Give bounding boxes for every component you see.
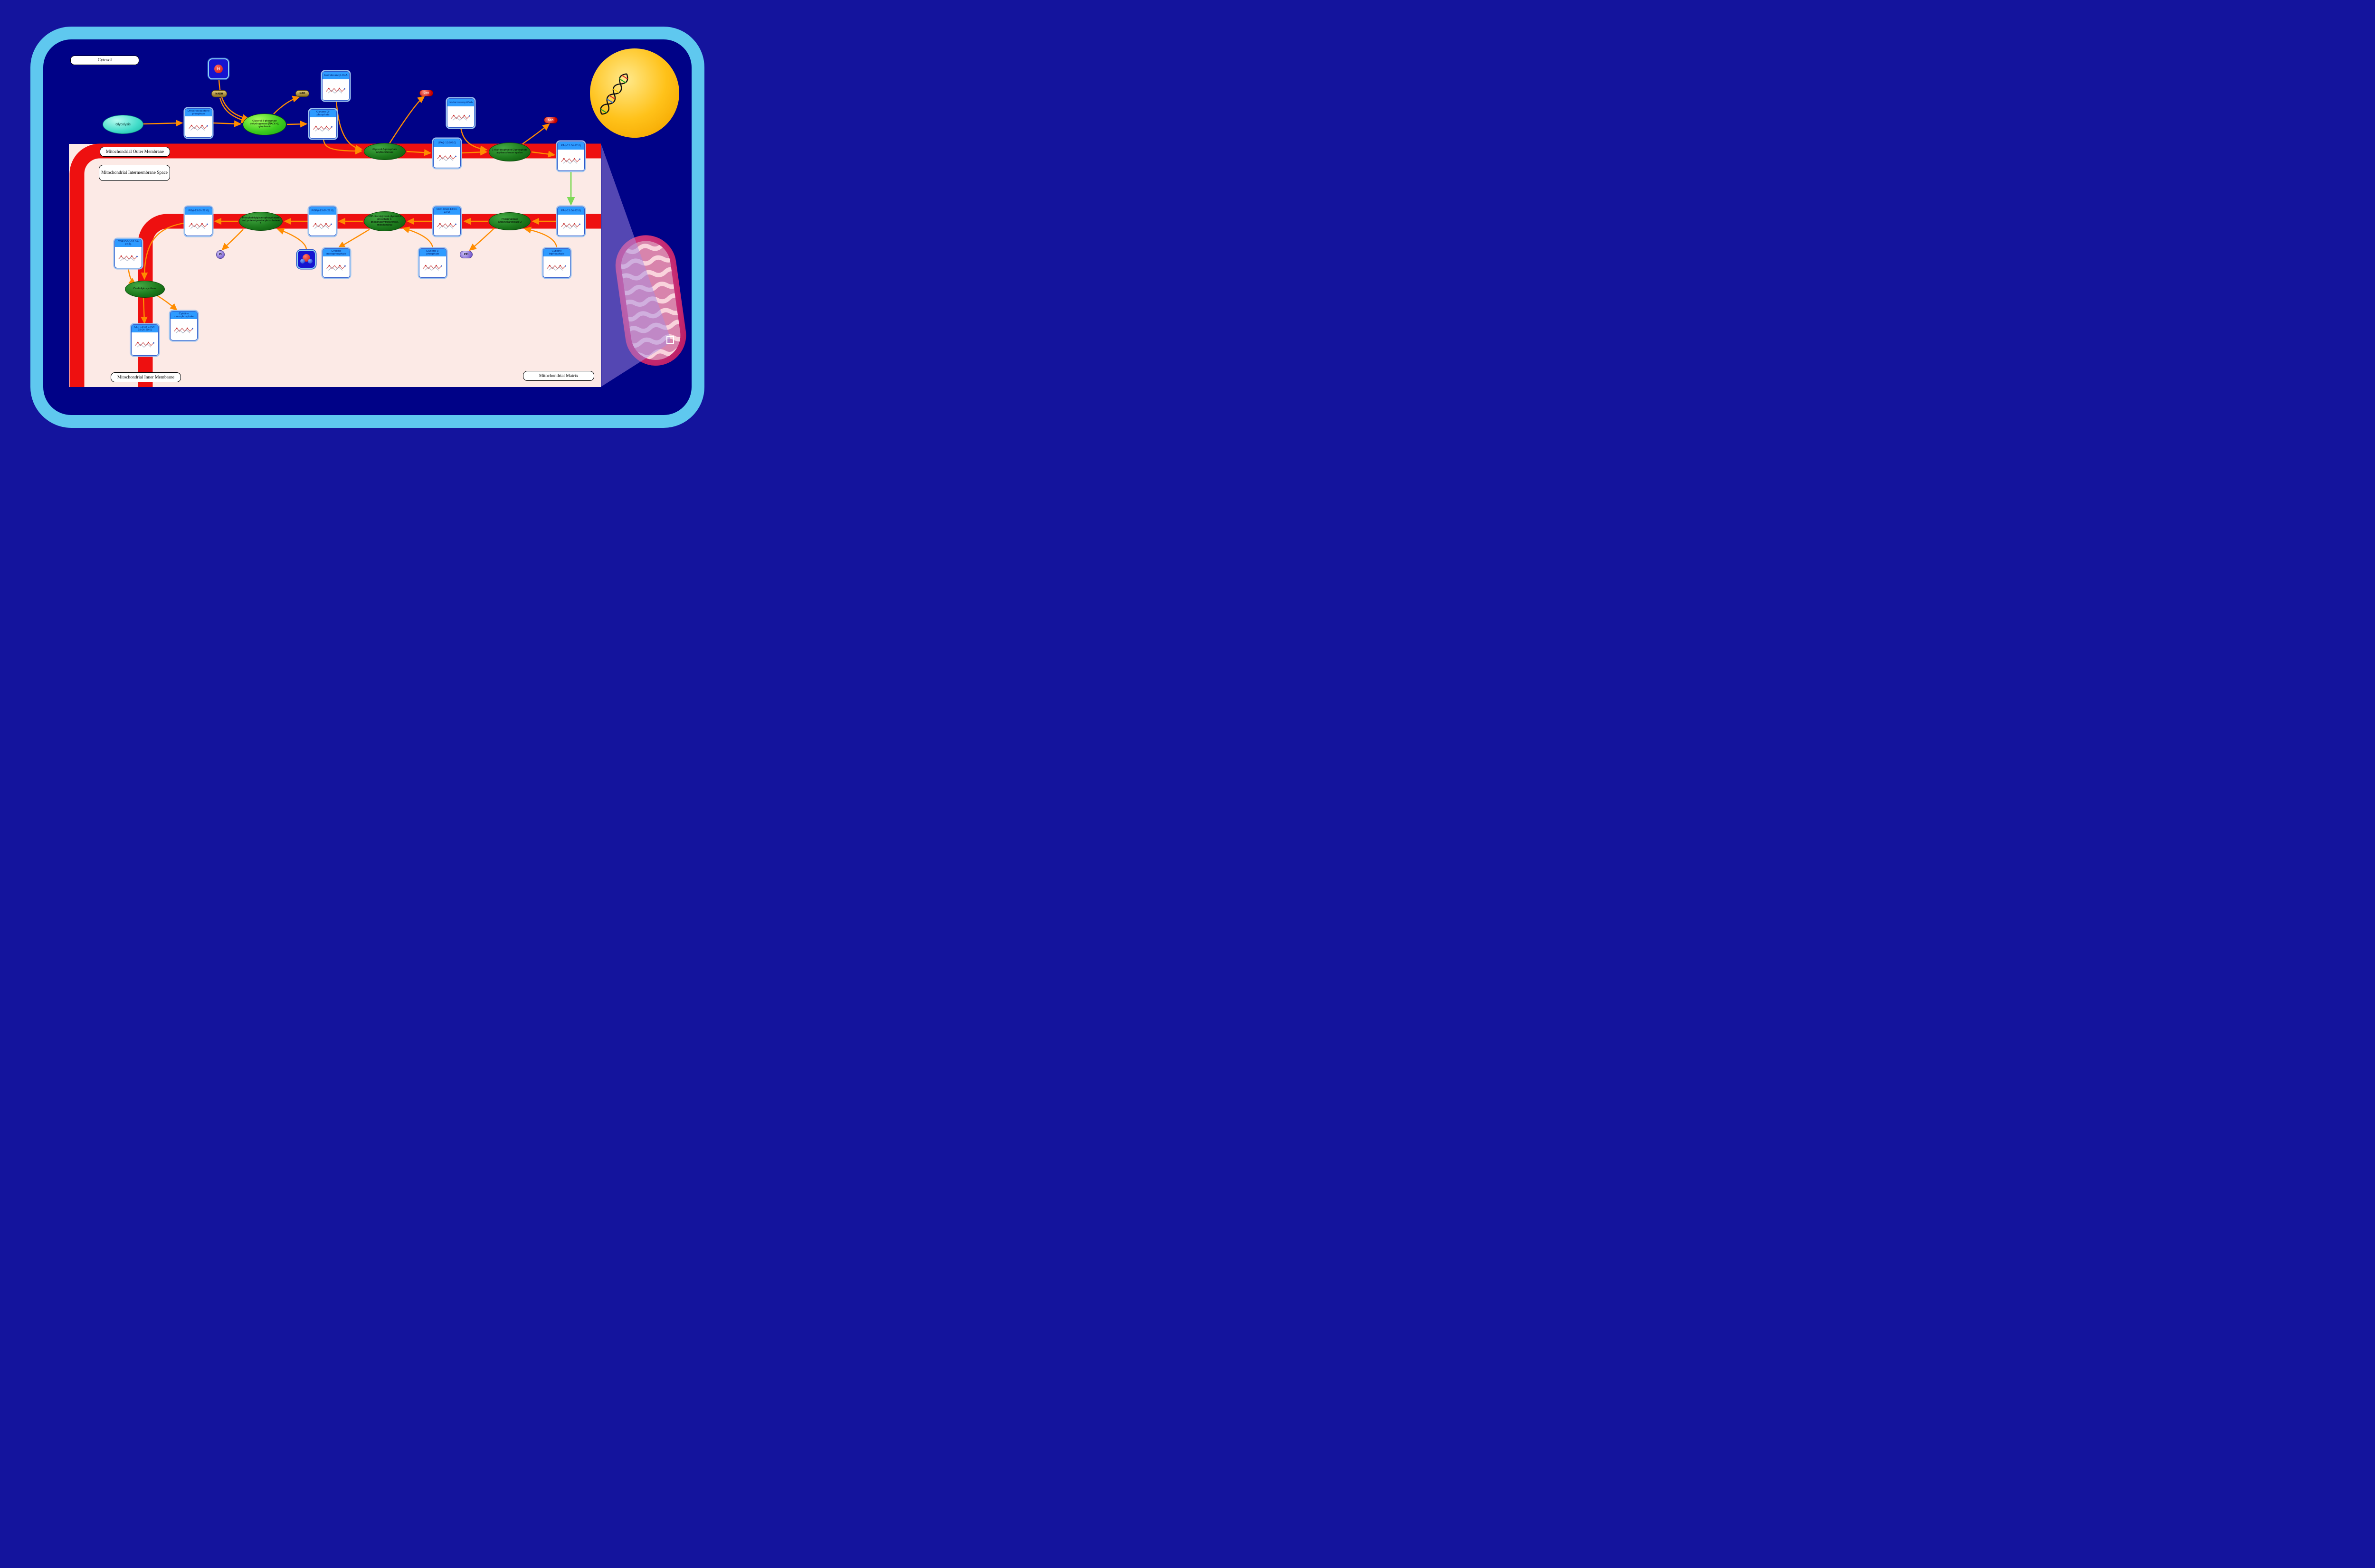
- metabolite-label: Cytidine triphosphate: [543, 249, 570, 256]
- chemical-structure: [310, 117, 336, 138]
- metabolite-isodocosanoyl-coa[interactable]: Isodocosanoyl-CoA: [447, 98, 475, 128]
- enzyme-label: Glycerol-3-phosphate acyltransferase: [372, 148, 397, 154]
- enzyme-label: Phosphatidate cytidylyltransferase 2: [497, 218, 522, 224]
- chemical-structure: [185, 215, 212, 236]
- enzyme-gpat[interactable]: Glycerol-3-phosphate acyltransferase: [364, 143, 406, 160]
- chemical-structure: [132, 332, 158, 355]
- metabolite-isotridecanoyl-coa[interactable]: Isotridecanoyl-CoA: [322, 71, 350, 101]
- metabolite-label: Cytidine monophosphate: [323, 249, 350, 256]
- chemical-structure: [558, 215, 584, 236]
- chemical-structure: [323, 256, 350, 277]
- enzyme-label: Phosphatidylglycerophosphatase and prote…: [242, 217, 280, 225]
- enzyme-label: Glycerol-3-phosphate dehydrogenase [NAD(…: [250, 120, 279, 128]
- chemical-structure: [543, 256, 570, 277]
- molecule-label: NADH: [215, 92, 223, 95]
- enzyme-label: Cardiolipin synthase: [133, 287, 157, 291]
- metabolite-label: PGP(i-13:0/i-22:0): [309, 207, 336, 215]
- molecule-label: CoA: [548, 119, 554, 122]
- molecule-label: CoA: [423, 92, 429, 94]
- metabolite-pa-inner[interactable]: PA(i-13:0/i-22:0): [557, 207, 585, 236]
- label-intermembrane-space[interactable]: Mitochondrial Intermembrane Space: [99, 165, 170, 181]
- enzyme-gpd1[interactable]: Glycerol-3-phosphate dehydrogenase [NAD(…: [243, 113, 286, 135]
- label-text: Mitochondrial Inner Membrane: [117, 375, 175, 380]
- chemical-structure: [185, 116, 212, 137]
- chemical-structure: [115, 247, 142, 268]
- pathway-glycolysis[interactable]: Glycolysis: [103, 115, 143, 134]
- molecule-ppi[interactable]: PPi: [460, 251, 473, 258]
- metabolite-label: PA(i-13:0/i-22:0): [558, 207, 584, 215]
- metabolite-dhap[interactable]: Dihydroxyacetone phosphate: [185, 108, 212, 138]
- enzyme-cds2[interactable]: Phosphatidate cytidylyltransferase 2: [489, 212, 531, 230]
- metabolite-label: LPA(i-13:0/0:0): [434, 139, 460, 147]
- metabolite-cdp-dg-13-22[interactable]: CDP-DG(i-13:0/i-22:0): [433, 207, 461, 236]
- chemical-structure: [434, 215, 460, 236]
- chemical-structure: [447, 106, 474, 127]
- metabolite-label: Isodocosanoyl-CoA: [447, 99, 474, 106]
- chemical-structure: [171, 319, 197, 340]
- label-text: Cytosol: [97, 58, 112, 63]
- label-cytosol[interactable]: Cytosol: [70, 56, 139, 65]
- metabolite-label: PG(i-13:0/i-22:0): [185, 207, 212, 215]
- metabolite-pg[interactable]: PG(i-13:0/i-22:0): [185, 207, 212, 236]
- enzyme-pgps[interactable]: CDP-diacylglycerol-glycerol-3-phosphate …: [364, 211, 406, 231]
- molecule-label: Pi: [219, 253, 222, 256]
- chemical-structure: [323, 79, 349, 100]
- metabolite-cdp-dg-18-20[interactable]: CDP-DG(i-18:0/i-20:0): [114, 239, 142, 268]
- metabolite-pgp[interactable]: PGP(i-13:0/i-22:0): [309, 207, 336, 236]
- metabolite-g3p-cytosol[interactable]: Glycerol 3-phosphate: [309, 109, 337, 139]
- water-molecule-icon: [300, 254, 313, 264]
- enzyme-agpat[interactable]: 1-Acyl-sn-glycerol-3-phosphate acyltrans…: [489, 142, 531, 161]
- enzyme-ptpmt1[interactable]: Phosphatidylglycerophosphatase and prote…: [239, 212, 283, 231]
- metabolite-label: CL(i-13:0/i-22:0/i-18:0/i-20:0): [132, 325, 158, 332]
- metabolite-g3p-matrix[interactable]: Glycerol 3-phosphate: [419, 248, 446, 278]
- molecule-coa-2[interactable]: CoA: [544, 117, 558, 123]
- metabolite-label: Glycerol 3-phosphate: [310, 110, 336, 117]
- pathway-diagram: Cytosol Mitochondrial Outer Membrane Mit…: [0, 0, 733, 448]
- water-tile[interactable]: [297, 250, 316, 269]
- metabolite-label: Glycerol 3-phosphate: [419, 249, 446, 256]
- metabolite-label: Cytidine monophosphate: [171, 312, 197, 319]
- chemical-structure: [309, 215, 336, 236]
- chemical-structure: [558, 150, 584, 170]
- label-outer-membrane[interactable]: Mitochondrial Outer Membrane: [100, 147, 170, 157]
- proton-label: H: [217, 66, 220, 71]
- label-text: Mitochondrial Intermembrane Space: [101, 170, 168, 175]
- metabolite-label: CDP-DG(i-18:0/i-20:0): [115, 239, 142, 247]
- molecule-nadh[interactable]: NADH: [211, 90, 227, 97]
- metabolite-label: CDP-DG(i-13:0/i-22:0): [434, 207, 460, 215]
- chemical-structure: [434, 147, 460, 168]
- metabolite-cardiolipin[interactable]: CL(i-13:0/i-22:0/i-18:0/i-20:0): [131, 324, 159, 356]
- metabolite-label: PA(i-13:0/i-22:0): [558, 142, 584, 150]
- chemical-structure: [419, 256, 446, 277]
- enzyme-crls[interactable]: Cardiolipin synthase: [125, 281, 165, 298]
- molecule-coa-1[interactable]: CoA: [419, 90, 433, 96]
- metabolite-ctp[interactable]: Cytidine triphosphate: [543, 248, 570, 278]
- molecule-label: NAD: [299, 92, 305, 95]
- proton-icon: H: [214, 65, 223, 73]
- metabolite-label: Isotridecanoyl-CoA: [323, 72, 349, 79]
- label-inner-membrane[interactable]: Mitochondrial Inner Membrane: [111, 372, 181, 382]
- molecule-pi[interactable]: Pi: [216, 250, 225, 259]
- label-matrix[interactable]: Mitochondrial Matrix: [523, 371, 594, 381]
- pathway-label: Glycolysis: [115, 123, 131, 126]
- metabolite-label: Dihydroxyacetone phosphate: [185, 109, 212, 116]
- label-text: Mitochondrial Outer Membrane: [106, 149, 164, 154]
- metabolite-pa-outer[interactable]: PA(i-13:0/i-22:0): [557, 142, 585, 171]
- label-text: Mitochondrial Matrix: [539, 373, 579, 378]
- proton-tile[interactable]: H: [208, 58, 229, 79]
- enzyme-label: 1-Acyl-sn-glycerol-3-phosphate acyltrans…: [492, 149, 528, 154]
- metabolite-cmp-matrix[interactable]: Cytidine monophosphate: [323, 248, 350, 278]
- metabolite-cmp-inner[interactable]: Cytidine monophosphate: [170, 311, 198, 340]
- metabolite-lpa[interactable]: LPA(i-13:0/0:0): [433, 139, 461, 168]
- molecule-label: PPi: [464, 253, 469, 256]
- enzyme-label: CDP-diacylglycerol-glycerol-3-phosphate …: [367, 215, 402, 227]
- molecule-nad[interactable]: NAD: [295, 90, 309, 97]
